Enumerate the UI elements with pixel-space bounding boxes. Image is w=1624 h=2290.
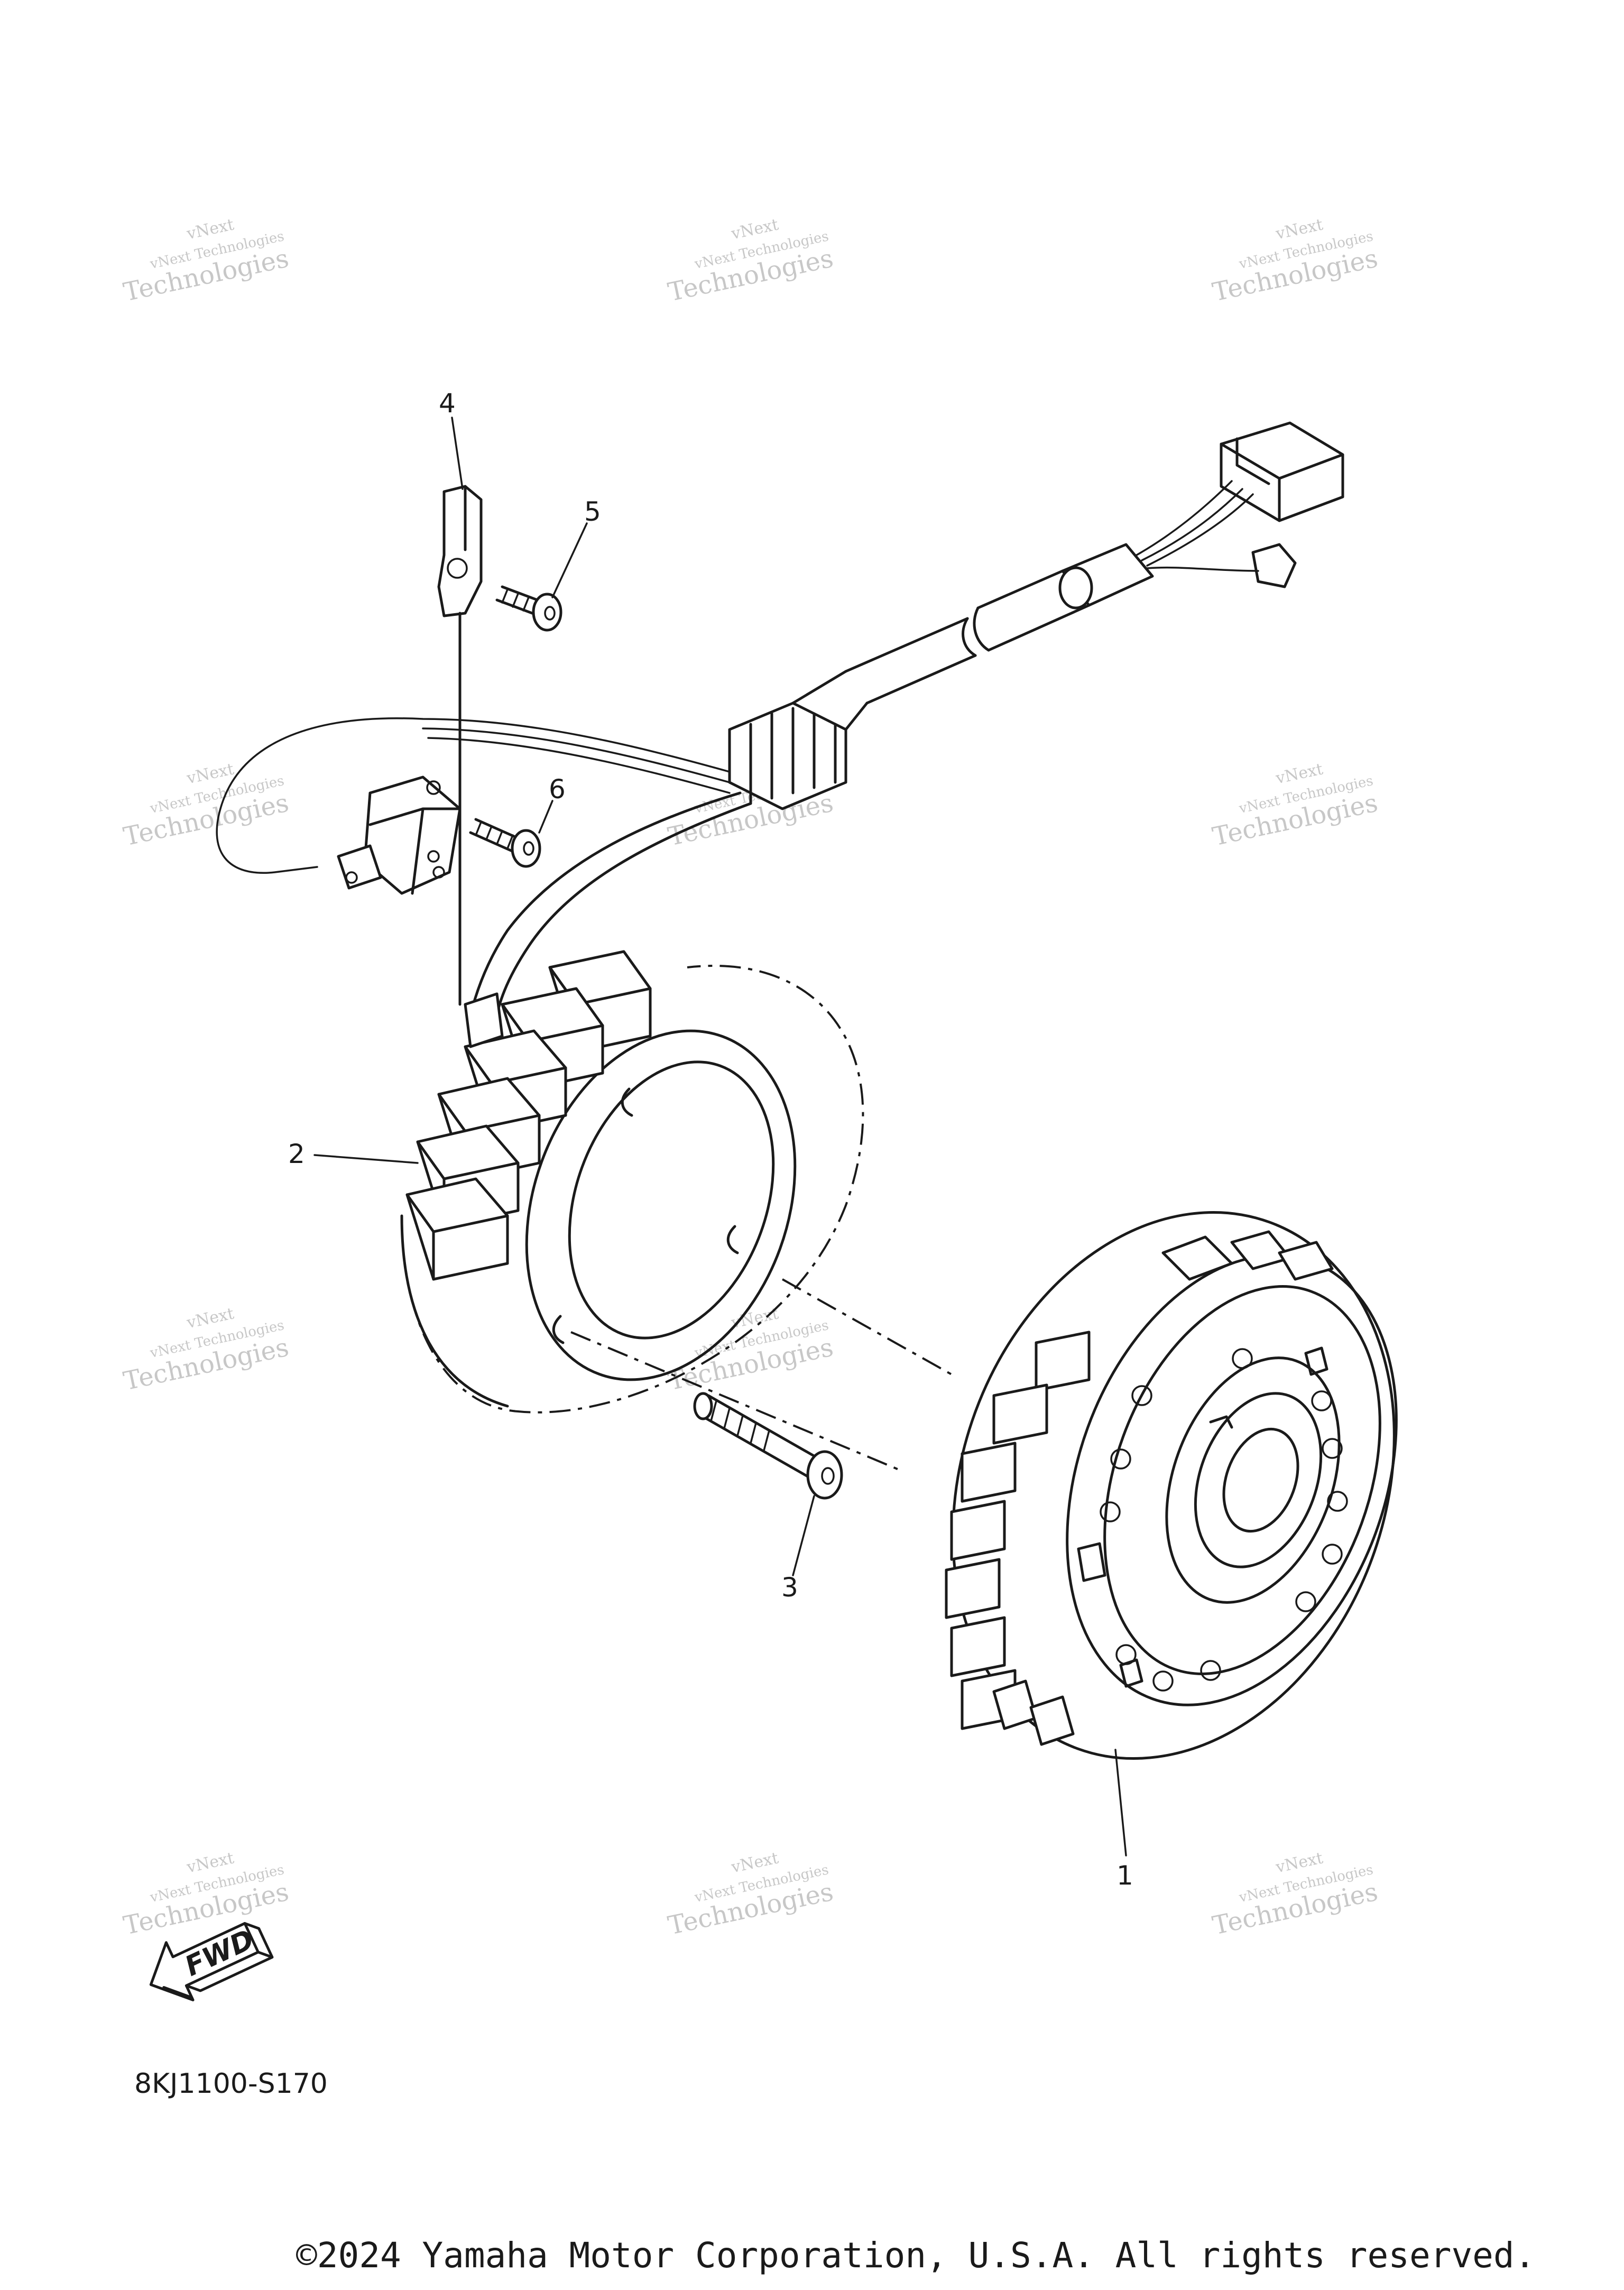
bolt-5	[495, 585, 562, 632]
watermark: vNext vNext Technologies Technologies	[121, 1304, 291, 1396]
rotor-flywheel	[945, 1211, 1398, 1760]
diagram-code: 8KJ1100-S170	[134, 2068, 328, 2100]
alignment-line	[570, 1331, 899, 1471]
watermark-line2: vNext	[729, 1304, 780, 1332]
watermark-line2: vNext	[184, 215, 235, 243]
watermark-line2: vNext	[184, 1849, 235, 1877]
watermark-line2: vNext	[184, 1304, 235, 1332]
copyright-notice: ©2024 Yamaha Motor Corporation, U.S.A. A…	[296, 2235, 1536, 2276]
fwd-label: FWD	[180, 1924, 259, 1983]
watermark: vNext vNext Technologies Technologies	[1210, 760, 1380, 852]
callout-6: 6	[549, 774, 566, 805]
watermark: vNext vNext Technologies Technologies	[121, 215, 291, 307]
callout-3: 3	[781, 1572, 798, 1603]
watermark-line2: vNext	[184, 760, 235, 788]
watermark: vNext vNext Technologies Technologies	[1210, 215, 1380, 307]
stator-assembly	[400, 950, 864, 1414]
leader-lines	[313, 417, 1127, 1857]
watermark-line2: vNext	[1274, 1849, 1324, 1877]
bolt-3	[693, 1392, 843, 1500]
watermark: vNext vNext Technologies Technologies	[666, 1849, 836, 1941]
watermark-line2: vNext	[1274, 215, 1324, 243]
alignment-line	[782, 1278, 952, 1375]
callout-4: 4	[439, 388, 456, 419]
watermark: vNext vNext Technologies Technologies	[121, 760, 291, 852]
lead-clamp-4	[437, 485, 483, 1006]
bolt-6	[469, 818, 541, 868]
watermark-line2: vNext	[1274, 760, 1324, 788]
callouts: 1 2 3 4 5 6	[288, 388, 1133, 1891]
pickup-coil	[337, 775, 462, 895]
callout-2: 2	[288, 1139, 305, 1169]
watermark: vNext vNext Technologies Technologies	[121, 1849, 291, 1941]
watermark: vNext vNext Technologies Technologies	[1210, 1849, 1380, 1941]
callout-1: 1	[1116, 1860, 1133, 1891]
callout-5: 5	[584, 496, 601, 527]
watermark: vNext vNext Technologies Technologies	[666, 215, 836, 307]
harness-grommet	[728, 670, 869, 810]
wire-harness	[216, 421, 1344, 1032]
watermark-line2: vNext	[729, 215, 780, 243]
watermark-line2: vNext	[729, 1849, 780, 1877]
